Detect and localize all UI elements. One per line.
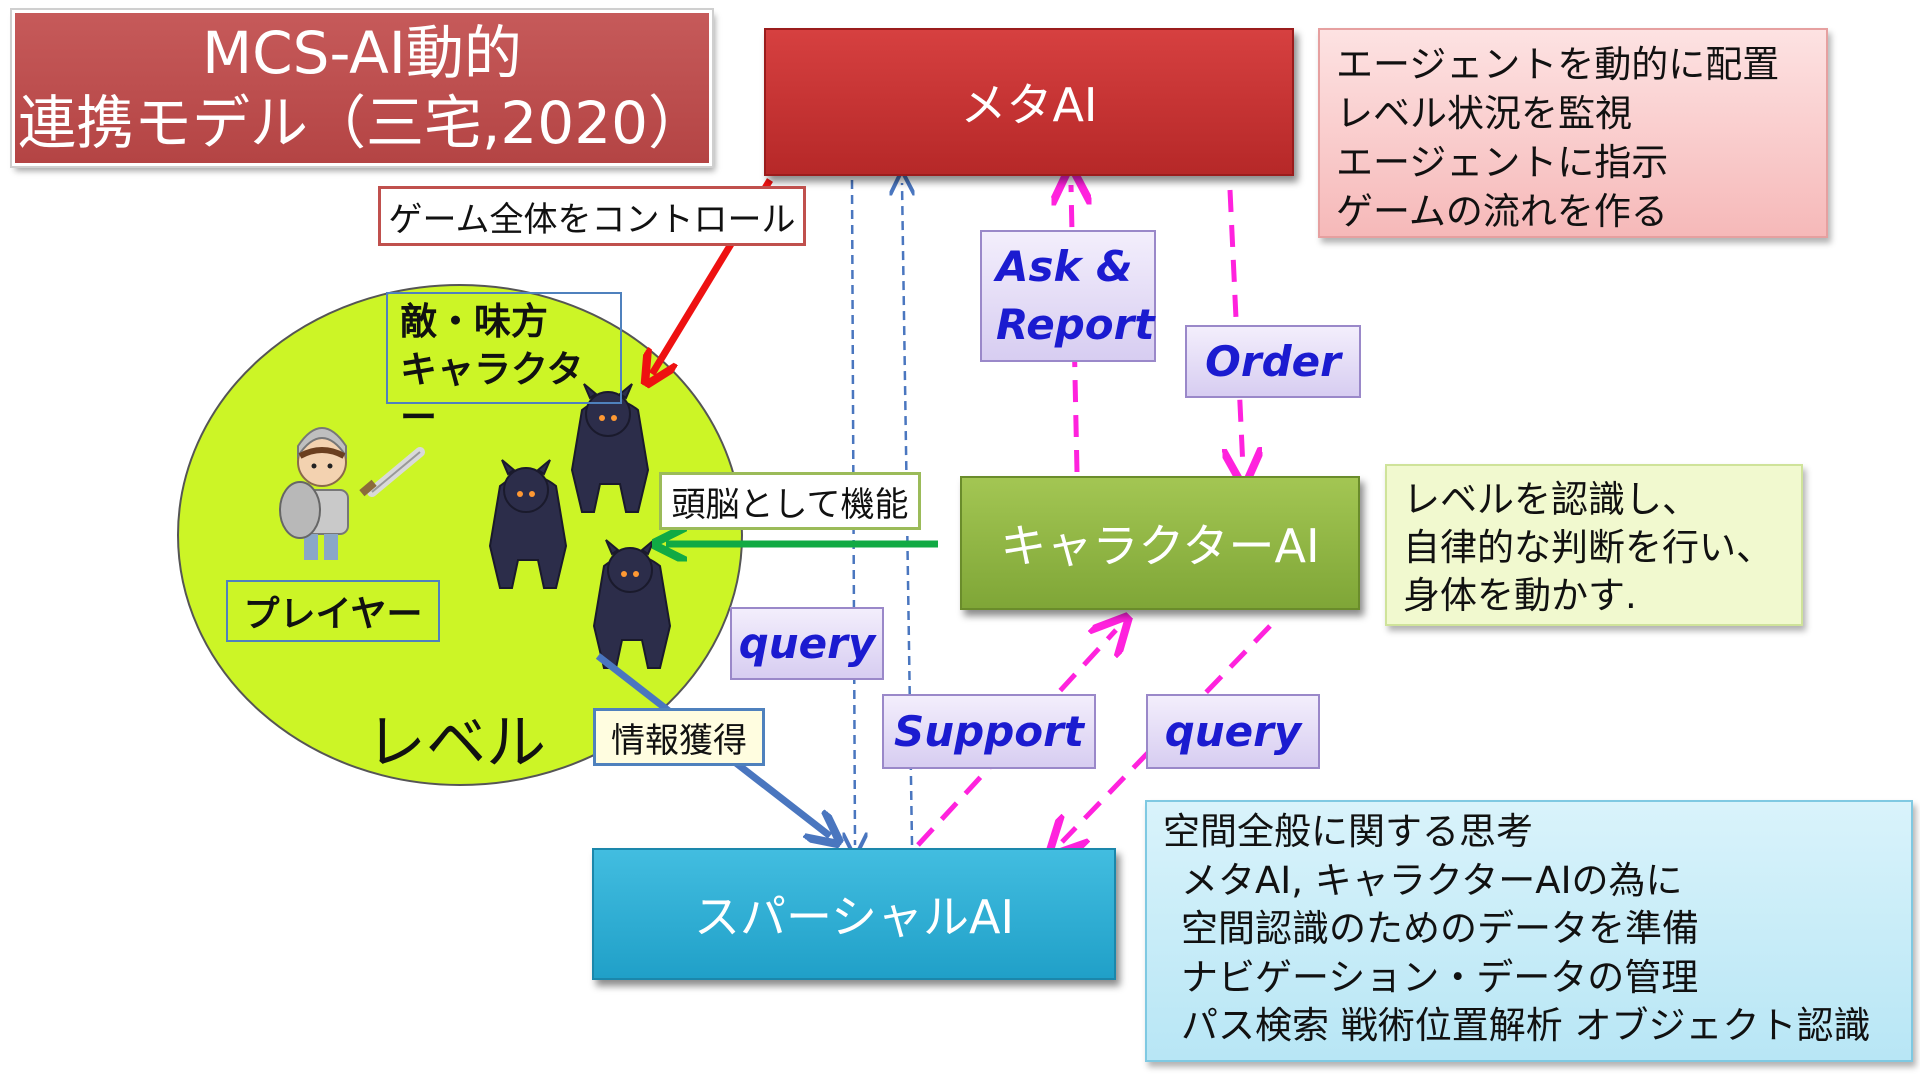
spatial-note-line: 空間認識のためのデータを準備 (1181, 907, 1699, 950)
player-label: プレイヤー (226, 580, 440, 642)
order-arrow (1230, 189, 1243, 468)
meta-note-line: ゲームの流れを作る (1336, 190, 1668, 233)
support-label: Support (882, 694, 1096, 769)
meta-ai-label: メタAI (960, 78, 1098, 132)
spatial-note-line: パス検索 戦術位置解析 オブジェクト認識 (1181, 1004, 1871, 1047)
control-label: ゲーム全体をコントロール (378, 186, 806, 246)
character-note-line: 身体を動かす. (1403, 574, 1637, 617)
level-label: レベル (366, 708, 546, 778)
query-label-left: query (730, 607, 884, 680)
ask-report-label: Ask & Report (980, 230, 1156, 362)
title-line-1: MCS-AI動的 (202, 19, 522, 87)
info-label: 情報獲得 (593, 708, 765, 766)
spatial-ai-description: 空間全般に関する思考 メタAI, キャラクターAIの為に 空間認識のためのデータ… (1145, 800, 1913, 1062)
player-character-icon (279, 427, 425, 560)
meta-note-line: エージェントを動的に配置 (1336, 43, 1780, 86)
meta-note-line: エージェントに指示 (1336, 141, 1669, 184)
query-label-right: query (1146, 694, 1320, 769)
character-ai-box: キャラクターAI (960, 476, 1360, 610)
spatial-note-line: 空間全般に関する思考 (1163, 810, 1533, 853)
character-note-line: 自律的な判断を行い、 (1403, 526, 1773, 569)
spatial-note-line: ナビゲーション・データの管理 (1181, 955, 1699, 999)
spatial-ai-label: スパーシャルAI (693, 890, 1015, 944)
title-line-2: 連携モデル（三宅,2020） (17, 89, 707, 157)
spatial-ai-box: スパーシャルAI (592, 848, 1116, 980)
character-ai-label: キャラクターAI (1000, 519, 1320, 573)
meta-ai-box: メタAI (764, 28, 1294, 176)
enemy-ally-label: 敵・味方 キャラクター (386, 292, 622, 439)
order-label: Order (1185, 325, 1361, 398)
ask-label-line: Report (996, 300, 1155, 349)
enemy-label-line: キャラクター (400, 348, 584, 439)
page-title: MCS-AI動的 連携モデル（三宅,2020） (12, 10, 712, 166)
spatial-note-line: メタAI, キャラクターAIの為に (1181, 858, 1683, 902)
character-ai-description: レベルを認識し、 自律的な判断を行い、 身体を動かす. (1385, 464, 1803, 626)
brain-label: 頭脳として機能 (659, 472, 921, 530)
enemy-character-icon (488, 383, 672, 669)
character-note-line: レベルを認識し、 (1403, 478, 1699, 521)
meta-note-line: レベル状況を監視 (1336, 92, 1632, 135)
ask-label-line: Ask & (996, 242, 1133, 291)
enemy-label-line: 敵・味方 (400, 300, 548, 343)
meta-ai-description: エージェントを動的に配置 レベル状況を監視 エージェントに指示 ゲームの流れを作… (1318, 28, 1828, 238)
